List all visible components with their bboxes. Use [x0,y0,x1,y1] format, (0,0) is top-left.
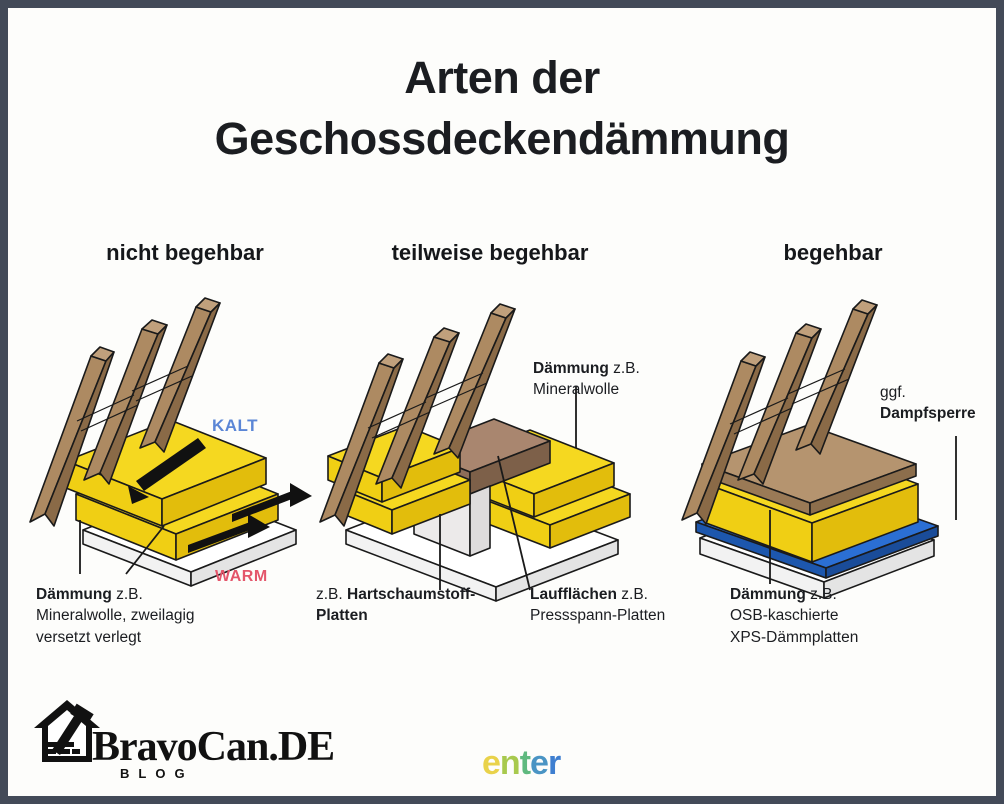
insulation-right-upper-side [533,462,615,518]
enter-letter-n: n [499,744,521,782]
title-line-1: Arten der [404,52,600,103]
caption-line-2: Mineralwolle, zweilagig [36,607,195,625]
column-header-nicht-begehbar: nicht begehbar [106,240,264,265]
title-line-2: Geschossdeckendämmung [214,112,790,164]
column-header-teilweise-begehbar: teilweise begehbar [391,240,589,265]
insulation-upper-side [161,457,267,527]
caption-strong: Laufflächen [530,586,617,603]
label-kalt: KALT [212,416,259,435]
insulation-left-lower-side [391,479,471,535]
annot-strong: Dampfsperre [880,405,976,423]
foam-block-side [469,485,491,557]
caption-laufflaechen: Laufflächen z.B. Pressspann-Platten [530,584,740,627]
annot-rest: z.B. [608,360,640,377]
rafter-group [319,303,516,527]
caption-rest: z.B. [805,586,837,603]
annotation-dampfsperre: ggf. Dampfsperre [880,382,1000,425]
caption-rest: z.B. [111,586,143,603]
caption-strong: Dämmung [730,586,806,603]
vapor-barrier-side [825,525,939,579]
enter-letter-t: t [519,744,531,782]
column-header-begehbar: begehbar [783,240,883,265]
ceiling-slab-side [495,539,619,602]
enter-logo[interactable]: enter [482,744,561,783]
caption-rest: z.B. [616,586,648,603]
enter-letter-r: r [547,744,561,782]
page-title: Arten der Geschossdeckendämmung [8,48,996,170]
blog-label: BLOG [120,766,194,781]
caption-line-3: versetzt verlegt [36,628,142,646]
leader-line-walkway [497,455,531,591]
caption-line-2: Platten [316,607,368,625]
ceiling-slab-side [190,529,297,587]
caption-begehbar: Dämmung z.B. OSB-kaschierte XPS-Dämmplat… [730,584,960,648]
caption-hartschaumstoff: z.B. Hartschaumstoff- Platten [316,584,526,627]
leader-line-mid [125,525,165,575]
heat-flow-arrows [128,438,312,553]
house-hammer-bricks-icon [34,700,100,762]
diagram-teilweise-begehbar [319,303,631,602]
label-warm: WARM [215,568,268,585]
caption-strong: Hartschaumstoff- [347,586,476,603]
annotation-daemmung-mineralwolle: Dämmung z.B. Mineralwolle [533,358,723,401]
caption-line-3: XPS-Dämmplatten [730,628,859,646]
rafter-group [681,299,878,525]
infographic-canvas: Arten der Geschossdeckendämmung nicht be… [8,8,996,796]
diagram-nicht-begehbar [29,297,312,587]
annot-line-2: Mineralwolle [533,381,620,399]
annot-strong: Dämmung [533,360,609,377]
bravocan-logo[interactable]: BravoCan.DE [30,698,335,770]
enter-letter-e2: e [530,744,549,782]
insulation-side [811,483,919,563]
rafter-group [29,297,221,527]
caption-strong: Dämmung [36,586,112,603]
diagram-begehbar [681,299,957,599]
insulation-right-lower-side [549,493,631,549]
brand-name: BravoCan.DE [92,724,335,770]
footer: BravoCan.DE BLOG [8,694,996,794]
ceiling-slab-side [823,539,935,599]
caption-prefix: z.B. [316,586,348,603]
caption-line-2: Pressspann-Platten [530,607,666,625]
caption-line-2: OSB-kaschierte [730,607,839,625]
enter-letter-e1: e [482,744,501,782]
caption-nicht-begehbar: Dämmung z.B. Mineralwolle, zweilagig ver… [36,584,286,648]
osb-board-side [809,463,917,516]
annot-line-1: ggf. [880,384,906,401]
